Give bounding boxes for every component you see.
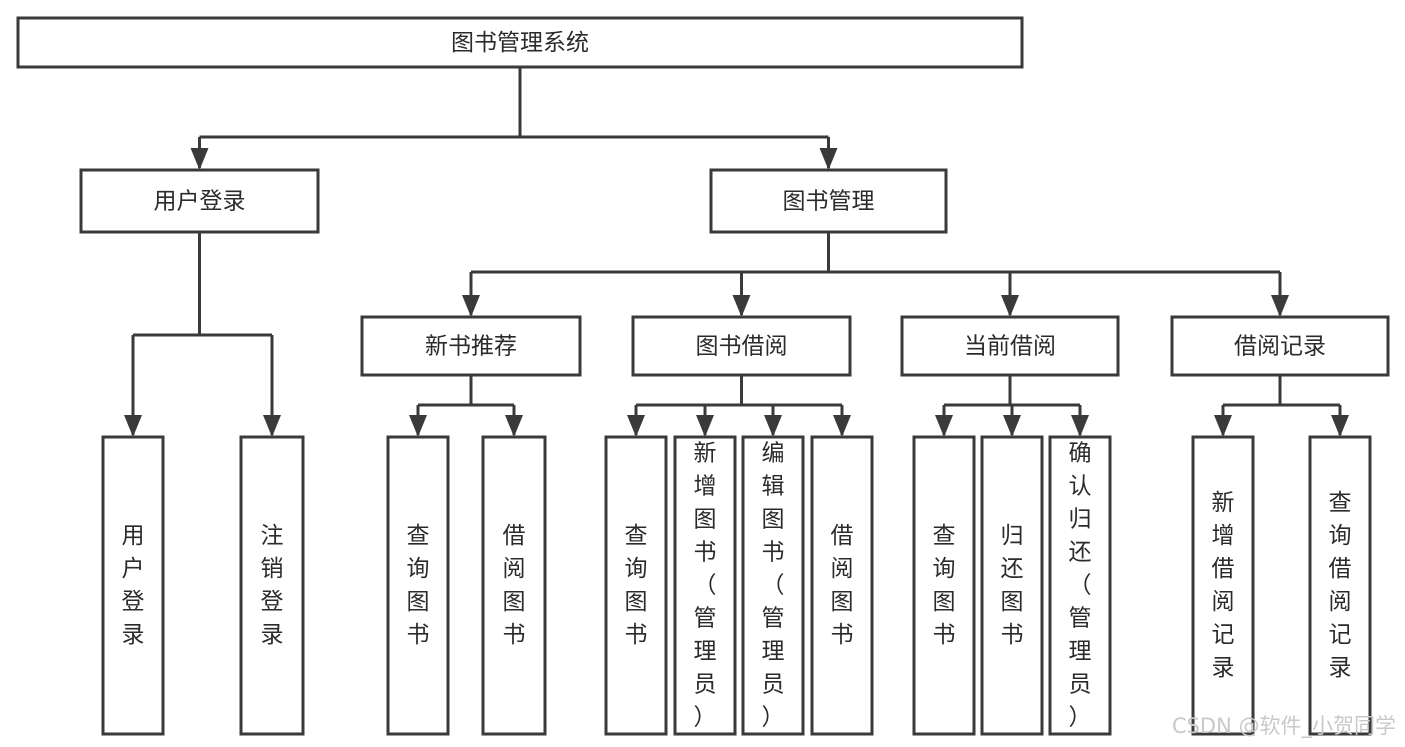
- node-label: 查询图书: [933, 523, 956, 648]
- node-box[interactable]: [741, 435, 805, 736]
- node-leaf-add-book[interactable]: 新增图书（管理员）: [673, 435, 737, 736]
- arrow-head-icon: [696, 415, 714, 437]
- node-label: 用户登录: [154, 189, 246, 215]
- connector-group-borrow-record: [1214, 375, 1349, 437]
- node-label: 借阅记录: [1234, 334, 1326, 360]
- node-leaf-logout[interactable]: 注销登录: [239, 435, 305, 736]
- node-box[interactable]: [604, 435, 668, 736]
- node-label: 新增借阅记录: [1212, 490, 1235, 681]
- connector-group-book-borrow: [627, 375, 851, 437]
- arrow-head-icon: [627, 415, 645, 437]
- arrow-head-icon: [409, 415, 427, 437]
- node-box[interactable]: [673, 435, 737, 736]
- node-box[interactable]: [386, 435, 450, 736]
- node-box[interactable]: [912, 435, 976, 736]
- node-leaf-query-book-cur[interactable]: 查询图书: [912, 435, 976, 736]
- node-box[interactable]: [239, 435, 305, 736]
- node-leaf-borrow-book[interactable]: 借阅图书: [810, 435, 874, 736]
- node-leaf-query-book-borrow[interactable]: 查询图书: [604, 435, 668, 736]
- arrow-head-icon: [1071, 415, 1089, 437]
- node-leaf-borrow-book-rec[interactable]: 借阅图书: [481, 435, 547, 736]
- node-leaf-query-book-rec[interactable]: 查询图书: [386, 435, 450, 736]
- node-box[interactable]: [481, 435, 547, 736]
- node-book-borrow[interactable]: 图书借阅: [631, 315, 852, 377]
- node-box[interactable]: [1048, 435, 1112, 736]
- node-label: 新增图书（管理员）: [694, 440, 717, 730]
- arrow-head-icon: [1331, 415, 1349, 437]
- node-box[interactable]: [631, 315, 852, 377]
- node-box[interactable]: [709, 168, 948, 234]
- node-label: 借阅图书: [503, 523, 526, 648]
- connector-group-root: [190, 67, 838, 170]
- node-box[interactable]: [79, 168, 320, 234]
- arrow-head-icon: [732, 295, 751, 317]
- connector-group-book-manage: [462, 232, 1289, 317]
- arrow-head-icon: [124, 415, 142, 437]
- node-label: 图书借阅: [696, 334, 788, 360]
- arrow-head-icon: [819, 148, 838, 170]
- node-label: 借阅图书: [831, 523, 854, 648]
- arrow-head-icon: [1003, 415, 1021, 437]
- node-label: 用户登录: [122, 523, 145, 648]
- node-user-login[interactable]: 用户登录: [79, 168, 320, 234]
- node-leaf-user-login[interactable]: 用户登录: [101, 435, 165, 736]
- node-label: 确认归还（管理员）: [1069, 440, 1092, 730]
- arrow-head-icon: [764, 415, 782, 437]
- node-new-book-rec[interactable]: 新书推荐: [360, 315, 582, 377]
- node-label: 查询借阅记录: [1329, 490, 1352, 681]
- arrow-head-icon: [462, 295, 480, 317]
- node-box[interactable]: [101, 435, 165, 736]
- connector-layer: [124, 67, 1349, 437]
- node-book-manage[interactable]: 图书管理: [709, 168, 948, 234]
- node-box[interactable]: [810, 435, 874, 736]
- node-box[interactable]: [1308, 435, 1372, 736]
- node-box[interactable]: [1191, 435, 1255, 736]
- node-root[interactable]: 图书管理系统: [16, 16, 1024, 69]
- node-label: 编辑图书（管理员）: [762, 440, 785, 730]
- node-leaf-add-record[interactable]: 新增借阅记录: [1191, 435, 1255, 736]
- node-leaf-query-record[interactable]: 查询借阅记录: [1308, 435, 1372, 736]
- node-leaf-edit-book[interactable]: 编辑图书（管理员）: [741, 435, 805, 736]
- node-box[interactable]: [900, 315, 1120, 377]
- arrow-head-icon: [1001, 295, 1019, 317]
- csdn-watermark: CSDN @软件_小贺同学: [1172, 714, 1396, 739]
- node-leaf-confirm-return[interactable]: 确认归还（管理员）: [1048, 435, 1112, 736]
- node-label: 查询图书: [407, 523, 430, 648]
- arrow-head-icon: [1214, 415, 1232, 437]
- connector-group-new-book-rec: [409, 375, 523, 437]
- node-leaf-return-book[interactable]: 归还图书: [980, 435, 1044, 736]
- arrow-head-icon: [190, 148, 209, 170]
- node-label: 归还图书: [1001, 523, 1024, 648]
- connector-group-current-borrow: [935, 375, 1089, 437]
- arrow-head-icon: [1271, 295, 1289, 317]
- node-label: 图书管理系统: [451, 30, 589, 56]
- node-box[interactable]: [1170, 315, 1390, 377]
- node-label: 查询图书: [625, 523, 648, 648]
- node-label: 新书推荐: [425, 334, 517, 360]
- arrow-head-icon: [833, 415, 851, 437]
- node-box[interactable]: [980, 435, 1044, 736]
- node-label: 当前借阅: [964, 334, 1056, 360]
- node-label: 图书管理: [783, 189, 875, 215]
- arrow-head-icon: [263, 415, 281, 437]
- node-label: 注销登录: [261, 523, 284, 648]
- node-box[interactable]: [16, 16, 1024, 69]
- connector-group-user-login: [124, 232, 281, 437]
- arrow-head-icon: [505, 415, 523, 437]
- node-box[interactable]: [360, 315, 582, 377]
- node-current-borrow[interactable]: 当前借阅: [900, 315, 1120, 377]
- node-borrow-record[interactable]: 借阅记录: [1170, 315, 1390, 377]
- node-layer: 图书管理系统用户登录图书管理新书推荐图书借阅当前借阅借阅记录用户登录注销登录查询…: [16, 16, 1390, 736]
- arrow-head-icon: [935, 415, 953, 437]
